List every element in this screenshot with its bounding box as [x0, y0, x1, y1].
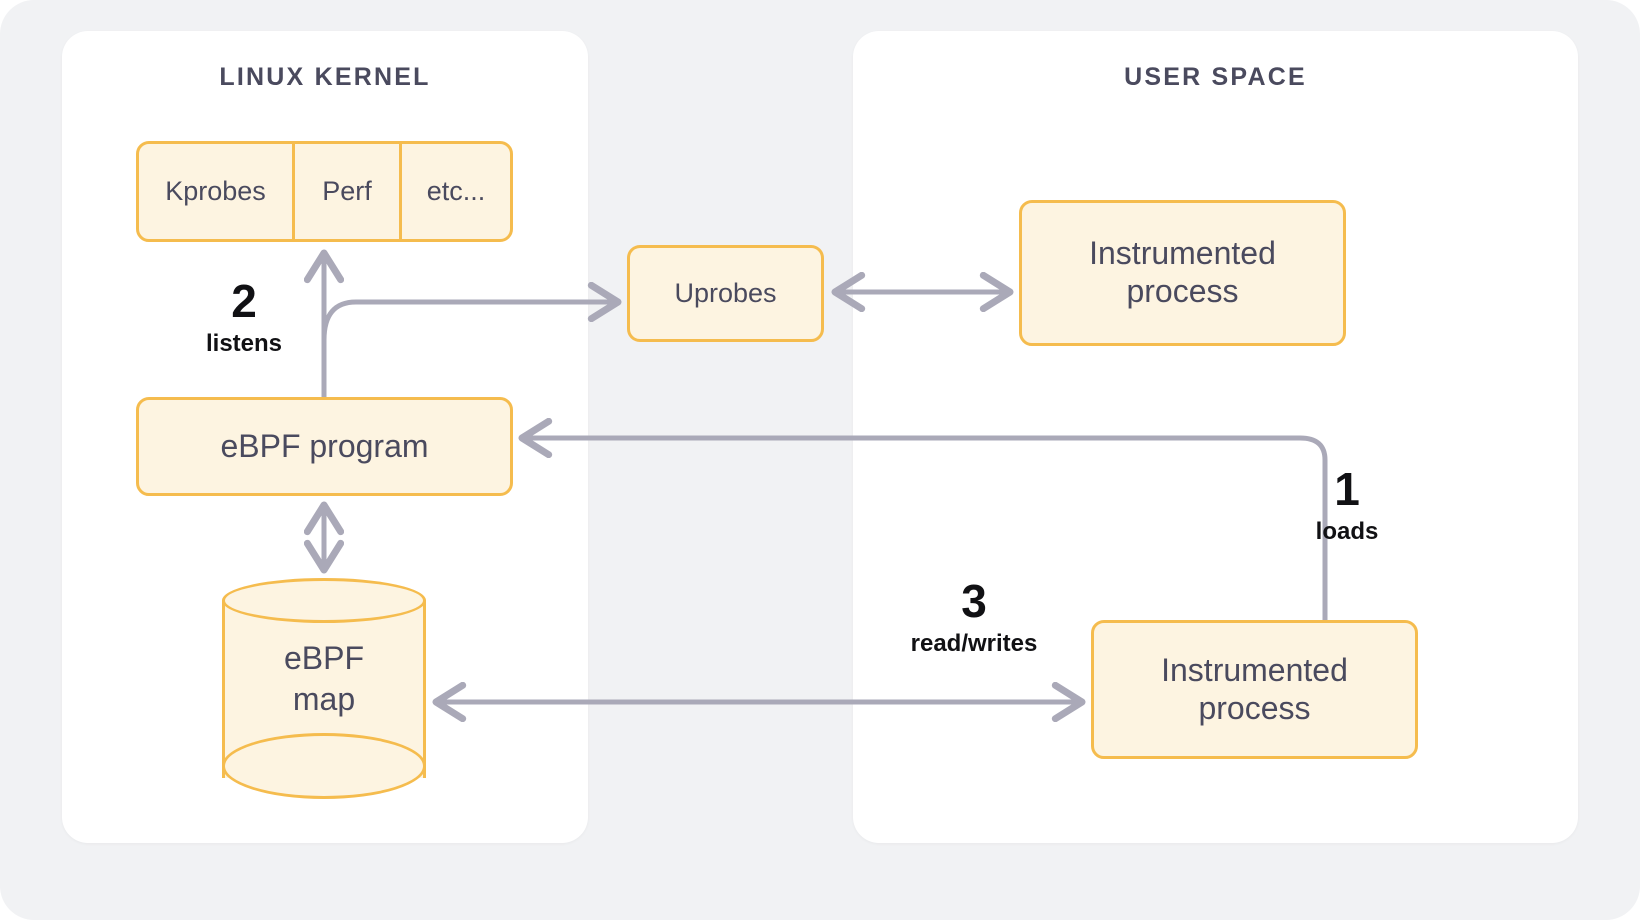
node-instrumented-process-top-label: Instrumented process: [1089, 235, 1276, 311]
step-2-number: 2: [231, 275, 257, 327]
node-uprobes[interactable]: Uprobes: [627, 245, 824, 342]
panel-title-linux-kernel: LINUX KERNEL: [219, 63, 431, 91]
step-2-caption: listens: [205, 330, 283, 357]
node-ebpf-map[interactable]: eBPF map: [222, 578, 426, 800]
probe-cell-perf[interactable]: Perf: [295, 144, 402, 239]
step-1-caption: loads: [1315, 518, 1379, 545]
panel-title-user-space: USER SPACE: [1124, 63, 1307, 91]
node-ebpf-map-label: eBPF map: [222, 638, 426, 720]
node-ebpf-program[interactable]: eBPF program: [136, 397, 513, 496]
node-instrumented-process-bottom[interactable]: Instrumented process: [1091, 620, 1418, 759]
step-1-number: 1: [1334, 463, 1360, 515]
cylinder-top-ellipse: [222, 578, 426, 623]
process-bottom-line2: process: [1198, 689, 1311, 726]
process-top-line1: Instrumented: [1089, 235, 1276, 272]
node-probe-group[interactable]: Kprobes Perf etc...: [136, 141, 513, 242]
process-bottom-line1: Instrumented: [1161, 651, 1348, 688]
step-3-caption: read/writes: [910, 630, 1038, 657]
probe-cell-etc[interactable]: etc...: [426, 175, 486, 206]
node-ebpf-map-label-line2: map: [292, 680, 356, 717]
node-ebpf-program-label: eBPF program: [220, 427, 429, 464]
step-annotation-2: 2 listens: [180, 278, 308, 358]
node-instrumented-process-bottom-label: Instrumented process: [1161, 652, 1348, 728]
step-annotation-1: 1 loads: [1272, 466, 1422, 546]
process-top-line2: process: [1126, 273, 1239, 309]
step-annotation-3: 3 read/writes: [884, 578, 1064, 658]
cylinder-bottom-ellipse: [222, 733, 426, 799]
node-instrumented-process-top[interactable]: Instrumented process: [1019, 200, 1346, 346]
probe-cell-kprobes[interactable]: Kprobes: [139, 144, 295, 239]
node-ebpf-map-label-line1: eBPF: [283, 640, 365, 676]
node-uprobes-label: Uprobes: [674, 277, 777, 308]
step-3-number: 3: [961, 575, 987, 627]
